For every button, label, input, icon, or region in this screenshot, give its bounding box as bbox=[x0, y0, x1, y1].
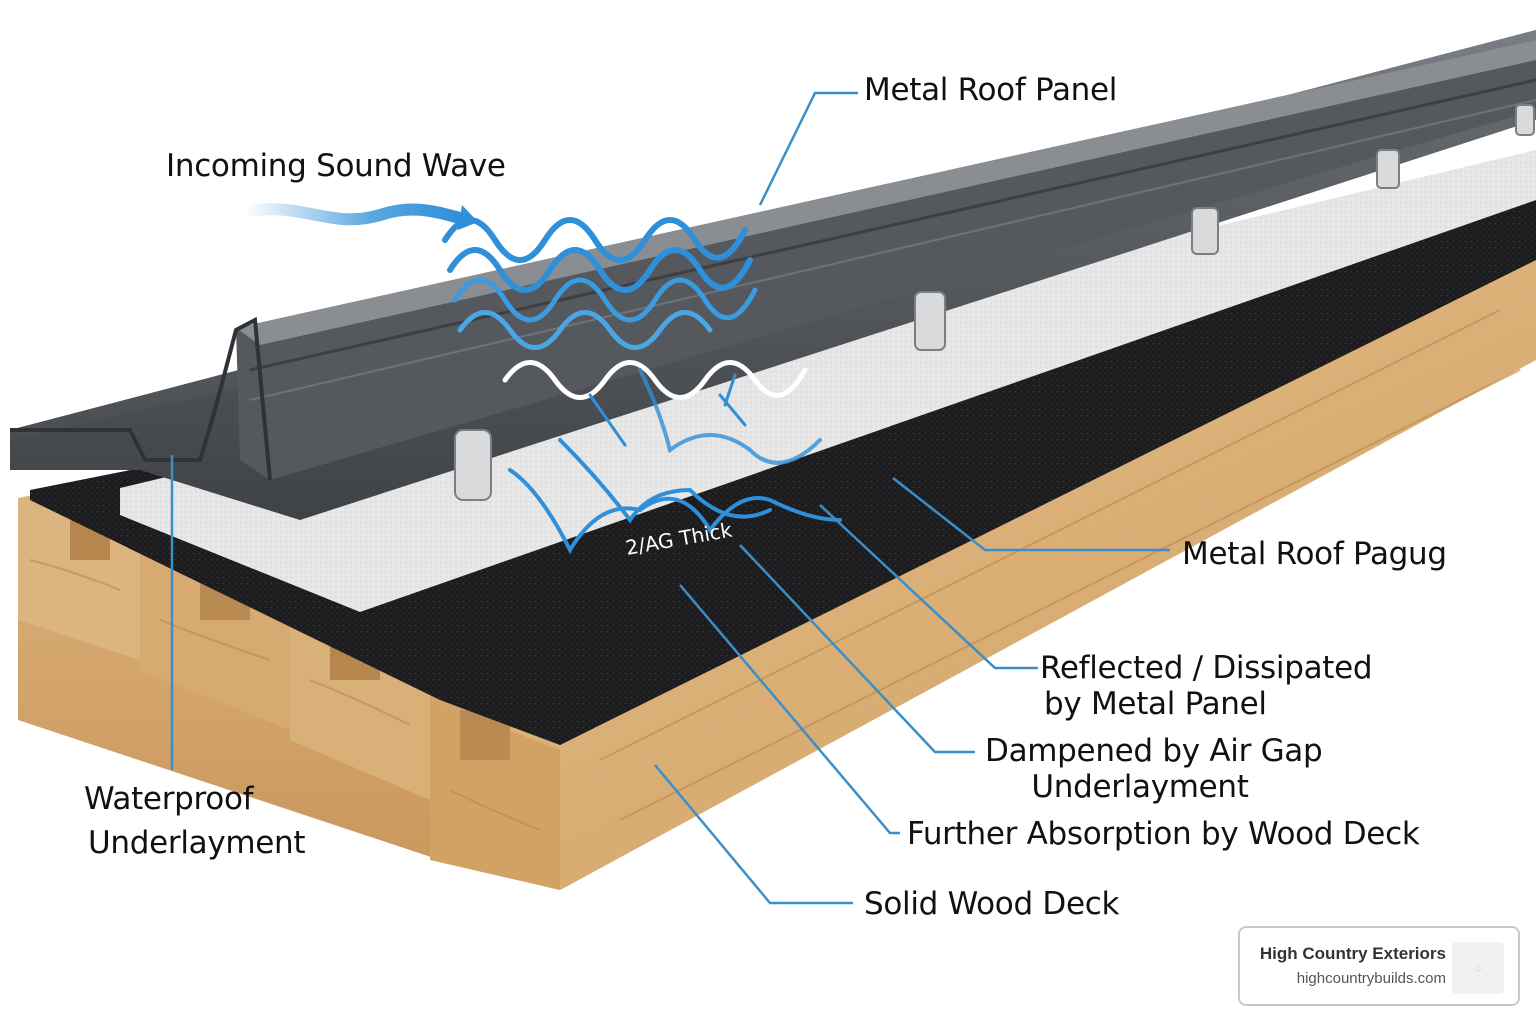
label-reflected-dissipated: Reflected / Dissipated by Metal Panel bbox=[1040, 650, 1373, 722]
leader-lines bbox=[170, 91, 1170, 905]
label-further-absorption: Further Absorption by Wood Deck bbox=[907, 816, 1420, 852]
label-dampened-line1: Dampened by Air Gap bbox=[985, 733, 1323, 769]
label-waterproof-line1: Waterproof bbox=[84, 781, 254, 817]
brand-watermark: High Country Exteriors highcountrybuilds… bbox=[1238, 926, 1520, 1006]
label-incoming-sound-wave: Incoming Sound Wave bbox=[166, 148, 506, 184]
label-dampened-line2: Underlayment bbox=[1031, 769, 1249, 805]
label-reflected-line2: by Metal Panel bbox=[1044, 686, 1267, 722]
brand-url: highcountrybuilds.com bbox=[1296, 970, 1446, 987]
label-waterproof-line2: Underlayment bbox=[88, 825, 306, 861]
label-dampened: Dampened by Air Gap Underlayment bbox=[985, 733, 1323, 805]
label-waterproof-underlayment: Waterproof Underlayment bbox=[84, 781, 306, 861]
brand-name: High Country Exteriors bbox=[1259, 944, 1446, 963]
metal-roof-panel bbox=[10, 30, 1536, 520]
label-reflected-line1: Reflected / Dissipated bbox=[1040, 650, 1373, 686]
label-metal-roof-pagug: Metal Roof Pagug bbox=[1182, 536, 1447, 572]
logo-icon: ○ bbox=[1452, 942, 1504, 994]
label-metal-roof-panel: Metal Roof Panel bbox=[864, 72, 1118, 108]
label-solid-wood-deck: Solid Wood Deck bbox=[864, 886, 1120, 922]
sound-waves bbox=[239, 203, 842, 555]
panel-clips bbox=[454, 104, 1535, 501]
